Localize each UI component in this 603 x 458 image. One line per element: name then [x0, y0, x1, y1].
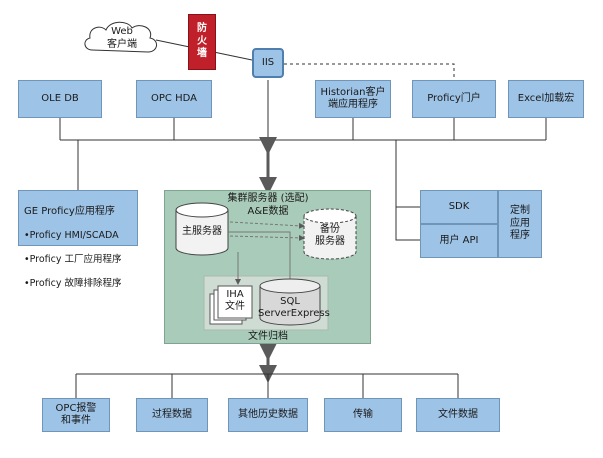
sql-server-cylinder: [259, 278, 321, 326]
other-history-box: 其他历史数据: [228, 398, 308, 432]
arrow-primary-backup-2: [229, 234, 305, 241]
file-data-box: 文件数据: [416, 398, 500, 432]
file-archive-label: 文件归档: [248, 331, 288, 342]
proficy-portal-box: Proficy门户: [412, 80, 496, 118]
sdk-box: SDK: [420, 190, 498, 224]
opc-hda-box: OPC HDA: [136, 80, 212, 118]
sql-server-label: SQL ServerExpress: [258, 296, 330, 319]
backup-server-cylinder: [303, 208, 357, 260]
transfer-box: 传输: [324, 398, 402, 432]
cluster-title: 集群服务器 (选配): [227, 193, 309, 204]
excel-addin-box: Excel加载宏: [508, 80, 584, 118]
opc-alarms-box: OPC报警 和事件: [42, 398, 110, 432]
user-api-box: 用户 API: [420, 224, 498, 258]
custom-apps-box: 定制 应用 程序: [498, 190, 542, 258]
ole-db-box: OLE DB: [18, 80, 102, 118]
connector-iis-portal: [284, 63, 455, 80]
iha-files-label: IHA 文件: [225, 289, 245, 312]
primary-server-cylinder: [175, 202, 229, 256]
web-client-label: Web 客户端: [107, 26, 137, 50]
primary-server-label: 主服务器: [182, 226, 222, 237]
firewall-box: 防 火 墙: [188, 14, 216, 70]
ge-proficy-item: •Proficy 故障排除程序: [24, 277, 122, 289]
ge-proficy-box: GE Proficy应用程序 •Proficy HMI/SCADA •Profi…: [18, 190, 138, 289]
process-data-box: 过程数据: [136, 398, 208, 432]
ge-proficy-item: •Proficy HMI/SCADA: [24, 230, 119, 242]
arrow-primary-sql: [228, 231, 293, 285]
connector-user-api: [395, 207, 420, 241]
ae-data-label: A&E数据: [247, 206, 289, 217]
iis-box: IIS: [252, 48, 284, 78]
historian-client-box: Historian客户 端应用程序: [315, 80, 391, 118]
iha-file-doc: [217, 285, 253, 319]
arrow-primary-backup: [229, 221, 305, 229]
backup-server-label: 备份 服务器: [315, 224, 345, 247]
ge-proficy-title: GE Proficy应用程序: [24, 205, 115, 217]
ge-proficy-item: •Proficy 工厂应用程序: [24, 254, 122, 265]
web-client-cloud-shape: [84, 21, 157, 53]
